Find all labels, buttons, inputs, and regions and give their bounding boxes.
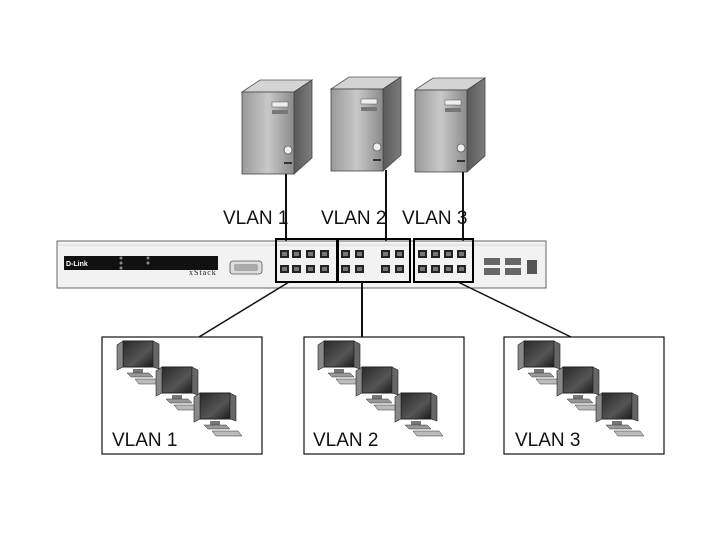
server-3-icon [414, 77, 486, 173]
group-2-label: VLAN 2 [313, 430, 378, 451]
group-3-label: VLAN 3 [515, 430, 580, 451]
server-1-icon [241, 79, 313, 175]
vlan-2-group: VLAN 2 [303, 336, 465, 455]
vlan-1-downlink [198, 281, 290, 338]
group-1-label: VLAN 1 [112, 430, 177, 451]
vlan-1-group: VLAN 1 [101, 336, 263, 455]
status-leds [119, 256, 150, 270]
xstack-logo: xStack [189, 268, 217, 277]
switch-brand: D-Link [66, 261, 88, 268]
vlan-2-port-box [337, 238, 411, 283]
switch-vlan-3-label: VLAN 3 [402, 208, 467, 229]
network-switch: D-Link xStack [56, 238, 547, 289]
server-2-icon [330, 76, 402, 172]
vlan-3-group: VLAN 3 [503, 336, 665, 455]
switch-vlan-1-label: VLAN 1 [223, 208, 288, 229]
switch-vlan-2-label: VLAN 2 [321, 208, 386, 229]
vlan-3-port-box [413, 238, 474, 283]
combo-ports [484, 258, 537, 275]
vlan-3-downlink [457, 281, 572, 338]
